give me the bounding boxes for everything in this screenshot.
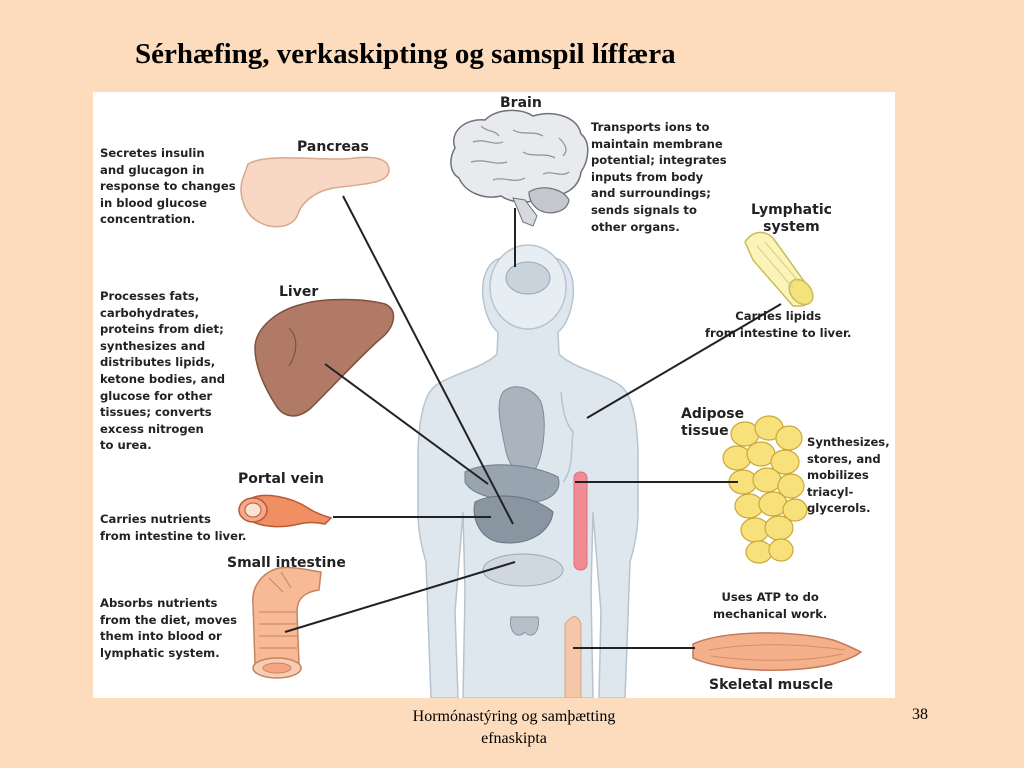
lymphatic-vessel-illustration: [744, 231, 814, 307]
liver-description: Processes fats, carbohydrates, proteins …: [100, 289, 226, 453]
adipose-tissue-label: Adipose tissue: [681, 406, 745, 439]
brain-illustration: [450, 109, 589, 227]
brain-label: Brain: [500, 95, 542, 111]
lymphatic-system-label: Lymphatic system: [751, 202, 832, 235]
slide-footer: Hormónastýring og samþætting efnaskipta: [412, 708, 616, 747]
adipose-tissue-illustration: [722, 415, 808, 564]
portal-vein-illustration: [238, 494, 333, 528]
leg-muscle: [564, 616, 582, 698]
diagram-artwork: [238, 109, 863, 698]
pancreas-description: Secretes insulin and glucagon in respons…: [100, 146, 236, 227]
portal-vein-label: Portal vein: [238, 471, 324, 487]
adipose-strip: [573, 471, 588, 571]
internal-organs: [464, 386, 574, 636]
adipose-tissue-description: Synthesizes, stores, and mobilizes triac…: [807, 435, 890, 516]
skeletal-muscle-illustration: [692, 632, 863, 671]
lymphatic-system-description: Carries lipids from intestine to liver.: [705, 309, 852, 340]
small-intestine-description: Absorbs nutrients from the diet, moves t…: [100, 596, 238, 660]
brain-description: Transports ions to maintain membrane pot…: [591, 120, 727, 234]
page-number: 38: [912, 706, 928, 723]
skeletal-muscle-label: Skeletal muscle: [709, 677, 834, 693]
small-intestine-label: Small intestine: [227, 555, 346, 571]
pancreas-illustration: [240, 156, 390, 228]
organ-diagram: Brain Pancreas Lymphatic system Liver Ad…: [93, 92, 895, 698]
skeletal-muscle-description: Uses ATP to do mechanical work.: [713, 590, 828, 621]
portal-vein-description: Carries nutrients from intestine to live…: [100, 512, 247, 543]
pancreas-label: Pancreas: [297, 139, 369, 155]
slide-title: Sérhæfing, verkaskipting og samspil líff…: [135, 38, 676, 70]
leader-lines: [284, 195, 782, 649]
small-intestine-illustration: [252, 566, 322, 679]
liver-label: Liver: [279, 284, 319, 300]
